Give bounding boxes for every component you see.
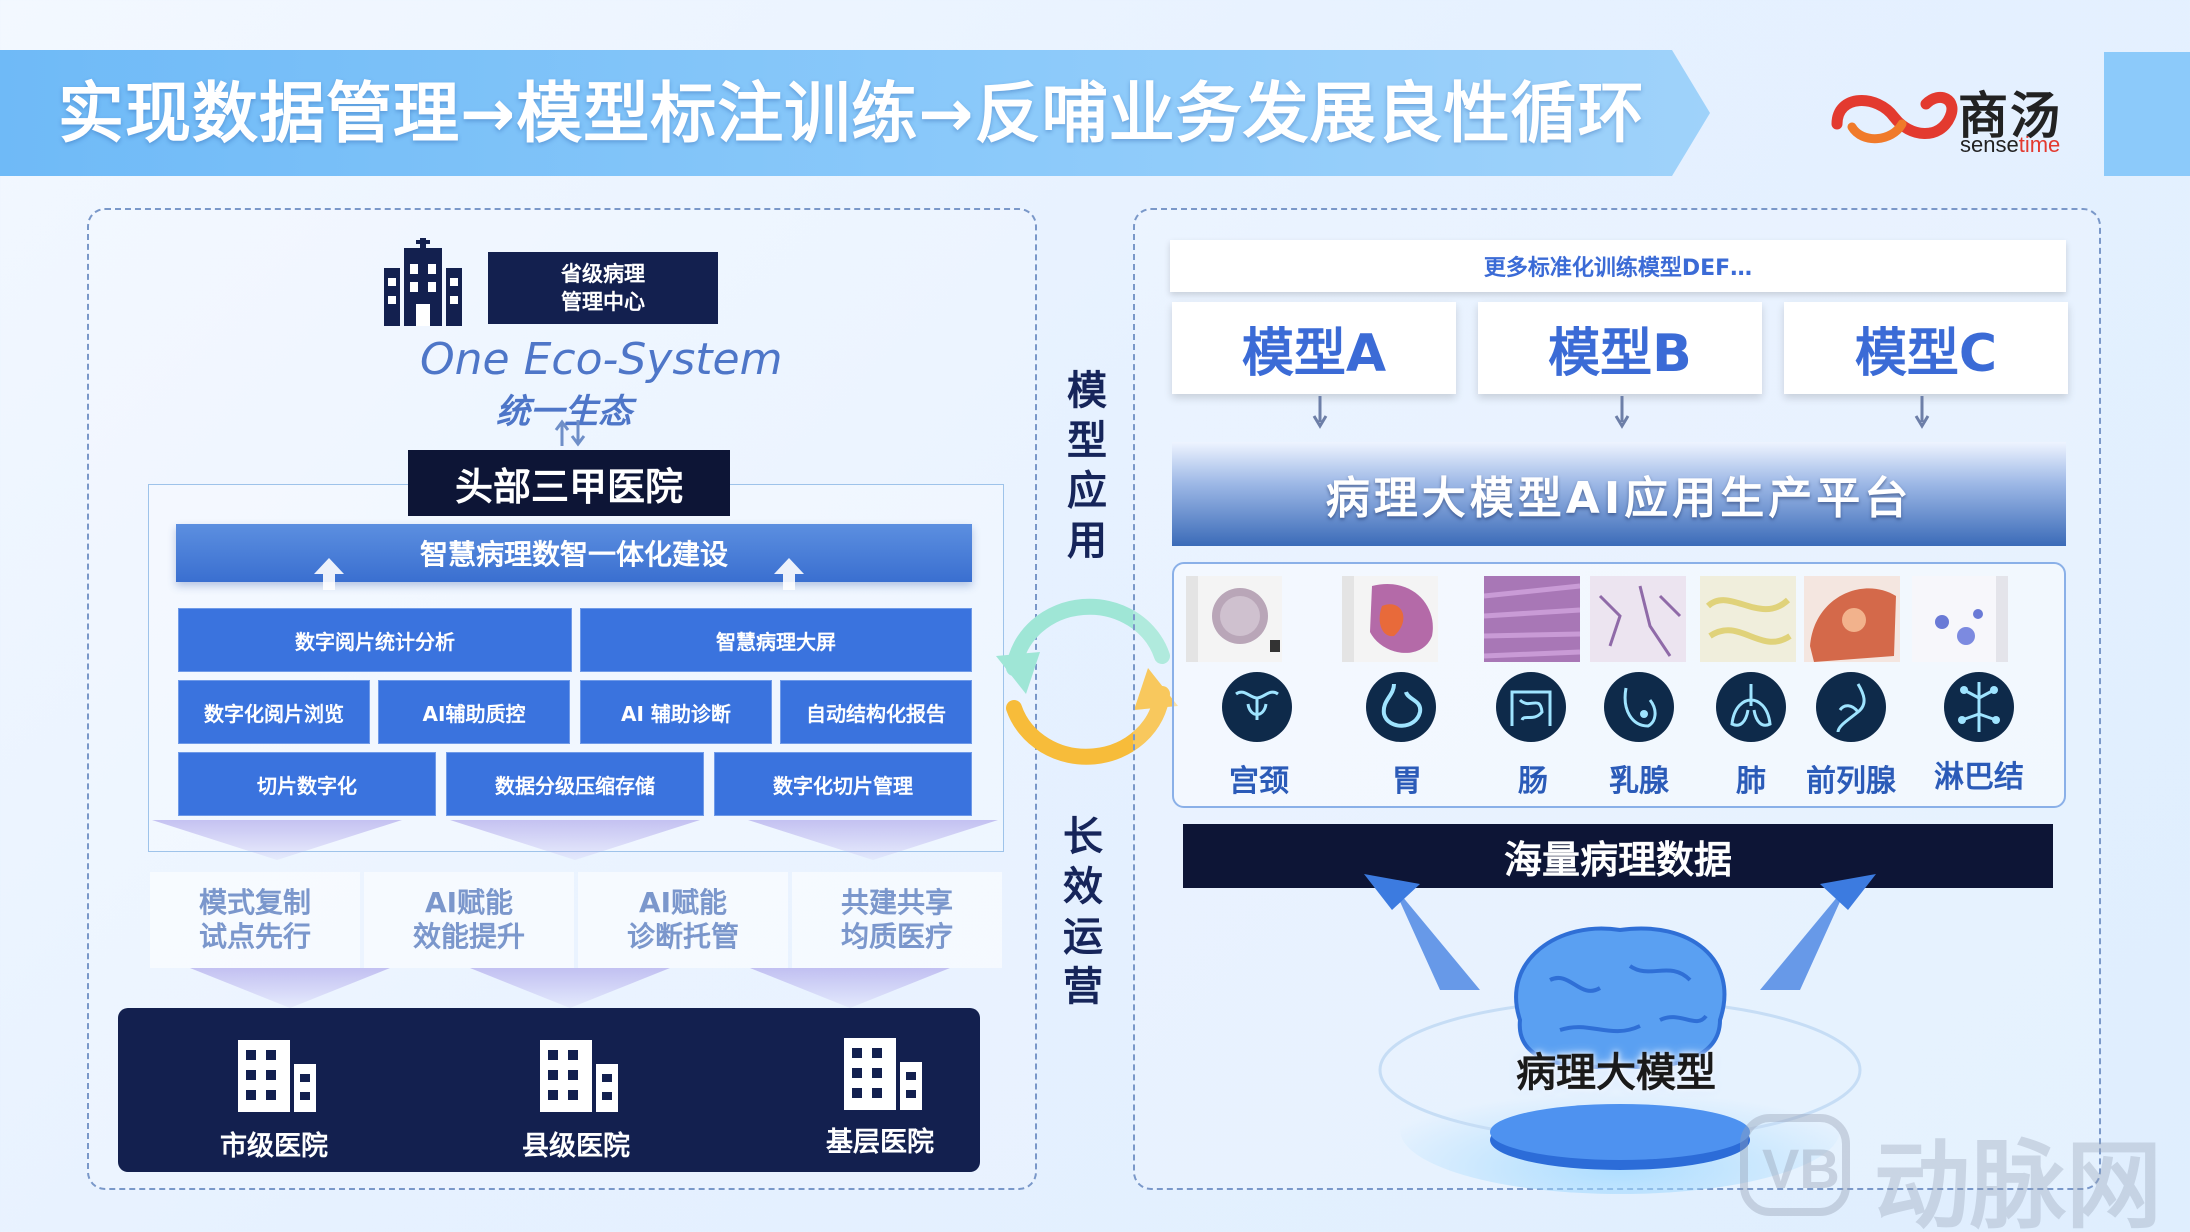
model-card-b: 模型B <box>1478 302 1762 394</box>
vertical-char: 效 <box>1063 864 1103 910</box>
pillar-line: 均质医疗 <box>840 920 953 953</box>
lymph-node-icon <box>1944 672 2014 742</box>
integration-bar: 智慧病理数智一体化建设 <box>176 524 972 582</box>
vertical-char: 模 <box>1067 368 1107 414</box>
vertical-char: 营 <box>1063 964 1103 1010</box>
module-slide-digitization: 切片数字化 <box>178 752 436 816</box>
model-application-vertical: 模 型 应 用 <box>1062 366 1112 566</box>
organ-label-breast: 乳腺 <box>1609 764 1669 799</box>
building-icon <box>844 1038 922 1110</box>
cycle-arrows-icon <box>996 598 1178 765</box>
down-arrow-icon <box>1914 396 1930 429</box>
building-icon <box>238 1040 316 1112</box>
base-label-grassroots: 基层医院 <box>826 1127 934 1158</box>
vertical-char: 用 <box>1067 518 1107 564</box>
vertical-char: 长 <box>1063 814 1103 860</box>
organ-label-lung: 肺 <box>1736 764 1766 799</box>
pillar-line: 试点先行 <box>198 920 311 953</box>
pillar-line: AI赋能 <box>424 886 514 919</box>
pillar-4: 共建共享 均质医疗 <box>792 872 1002 968</box>
pathology-slide-thumbnail <box>1342 576 1438 662</box>
more-models-bar: 更多标准化训练模型DEF… <box>1170 240 2066 292</box>
bidirectional-arrow-icon <box>554 419 586 447</box>
watermark-text: 动脉网 <box>1874 1130 2162 1232</box>
pillar-3: AI赋能 诊断托管 <box>578 872 788 968</box>
title-banner <box>0 50 1710 176</box>
organ-label-lymph: 淋巴结 <box>1934 760 2024 795</box>
lung-icon <box>1716 672 1786 742</box>
module-ai-diagnosis: AI 辅助诊断 <box>580 680 772 744</box>
pathology-slide-thumbnail <box>1804 576 1900 662</box>
base-label-city: 市级医院 <box>220 1131 328 1162</box>
building-icon <box>540 1040 618 1112</box>
watermark-logo-icon: VB <box>1740 1114 1850 1216</box>
organ-label-prostate: 前列腺 <box>1806 764 1896 799</box>
organ-label-cervix: 宫颈 <box>1229 764 1289 799</box>
model-card-c: 模型C <box>1784 302 2068 394</box>
module-auto-report: 自动结构化报告 <box>780 680 972 744</box>
head-hospital-label: 头部三甲医院 <box>408 450 730 516</box>
up-arrow-icon <box>314 558 344 590</box>
pathology-slide-thumbnail <box>1700 576 1796 662</box>
module-smart-screen: 智慧病理大屏 <box>580 608 972 672</box>
pathology-slide-thumbnail <box>1186 576 1282 662</box>
banner-tab <box>2104 52 2190 176</box>
provincial-center-box: 省级病理 管理中心 <box>488 252 718 324</box>
pillar-2: AI赋能 效能提升 <box>364 872 574 968</box>
model-card-a: 模型A <box>1172 302 1456 394</box>
provincial-line1: 省级病理 <box>561 262 645 286</box>
module-data-storage: 数据分级压缩存储 <box>446 752 704 816</box>
pillar-line: 效能提升 <box>412 920 525 953</box>
eco-system-title: One Eco-System <box>420 334 783 385</box>
down-arrow-icon <box>1312 396 1328 429</box>
organ-label-stomach: 胃 <box>1392 764 1422 799</box>
organ-label-intestine: 肠 <box>1518 764 1548 799</box>
pillar-line: 诊断托管 <box>626 920 739 953</box>
logo-english: sensetime <box>1960 132 2061 157</box>
provincial-line2: 管理中心 <box>561 290 645 314</box>
brain-model-label: 病理大模型 <box>1516 1050 1716 1096</box>
up-arrow-icon <box>774 558 804 590</box>
pathology-slide-thumbnail <box>1484 576 1580 662</box>
vertical-char: 应 <box>1067 468 1107 514</box>
module-ai-quality: AI辅助质控 <box>378 680 570 744</box>
ai-platform-bar: 病理大模型AI应用生产平台 <box>1172 442 2066 546</box>
pillar-line: 共建共享 <box>840 886 953 919</box>
intestine-icon <box>1496 672 1566 742</box>
pillar-line: 模式复制 <box>198 886 311 919</box>
brain-model-icon <box>1364 874 1876 1194</box>
uterus-icon <box>1222 672 1292 742</box>
long-term-operation-vertical: 长 效 运 营 <box>1058 812 1108 1012</box>
svg-text:VB: VB <box>1762 1137 1840 1200</box>
sensetime-logo-icon <box>1831 91 1958 144</box>
pillar-1: 模式复制 试点先行 <box>150 872 360 968</box>
stomach-icon <box>1366 672 1436 742</box>
hospital-building-icon <box>384 238 462 326</box>
pathology-slide-thumbnail <box>1590 576 1686 662</box>
pathology-slide-thumbnail <box>1912 576 2008 662</box>
vertical-char: 型 <box>1067 418 1107 464</box>
page-title: 实现数据管理→模型标注训练→反哺业务发展良性循环 <box>58 75 1645 152</box>
prostate-icon <box>1816 672 1886 742</box>
vertical-char: 运 <box>1063 914 1103 960</box>
mass-data-bar: 海量病理数据 <box>1183 824 2053 888</box>
pillar-line: AI赋能 <box>638 886 728 919</box>
breast-icon <box>1604 672 1674 742</box>
base-label-county: 县级医院 <box>522 1131 630 1162</box>
logo-chinese: 商汤 <box>1958 87 2062 145</box>
down-arrow-icon <box>1614 396 1630 429</box>
module-digital-reading: 数字化阅片浏览 <box>178 680 370 744</box>
module-slide-management: 数字化切片管理 <box>714 752 972 816</box>
module-stats-analysis: 数字阅片统计分析 <box>178 608 572 672</box>
